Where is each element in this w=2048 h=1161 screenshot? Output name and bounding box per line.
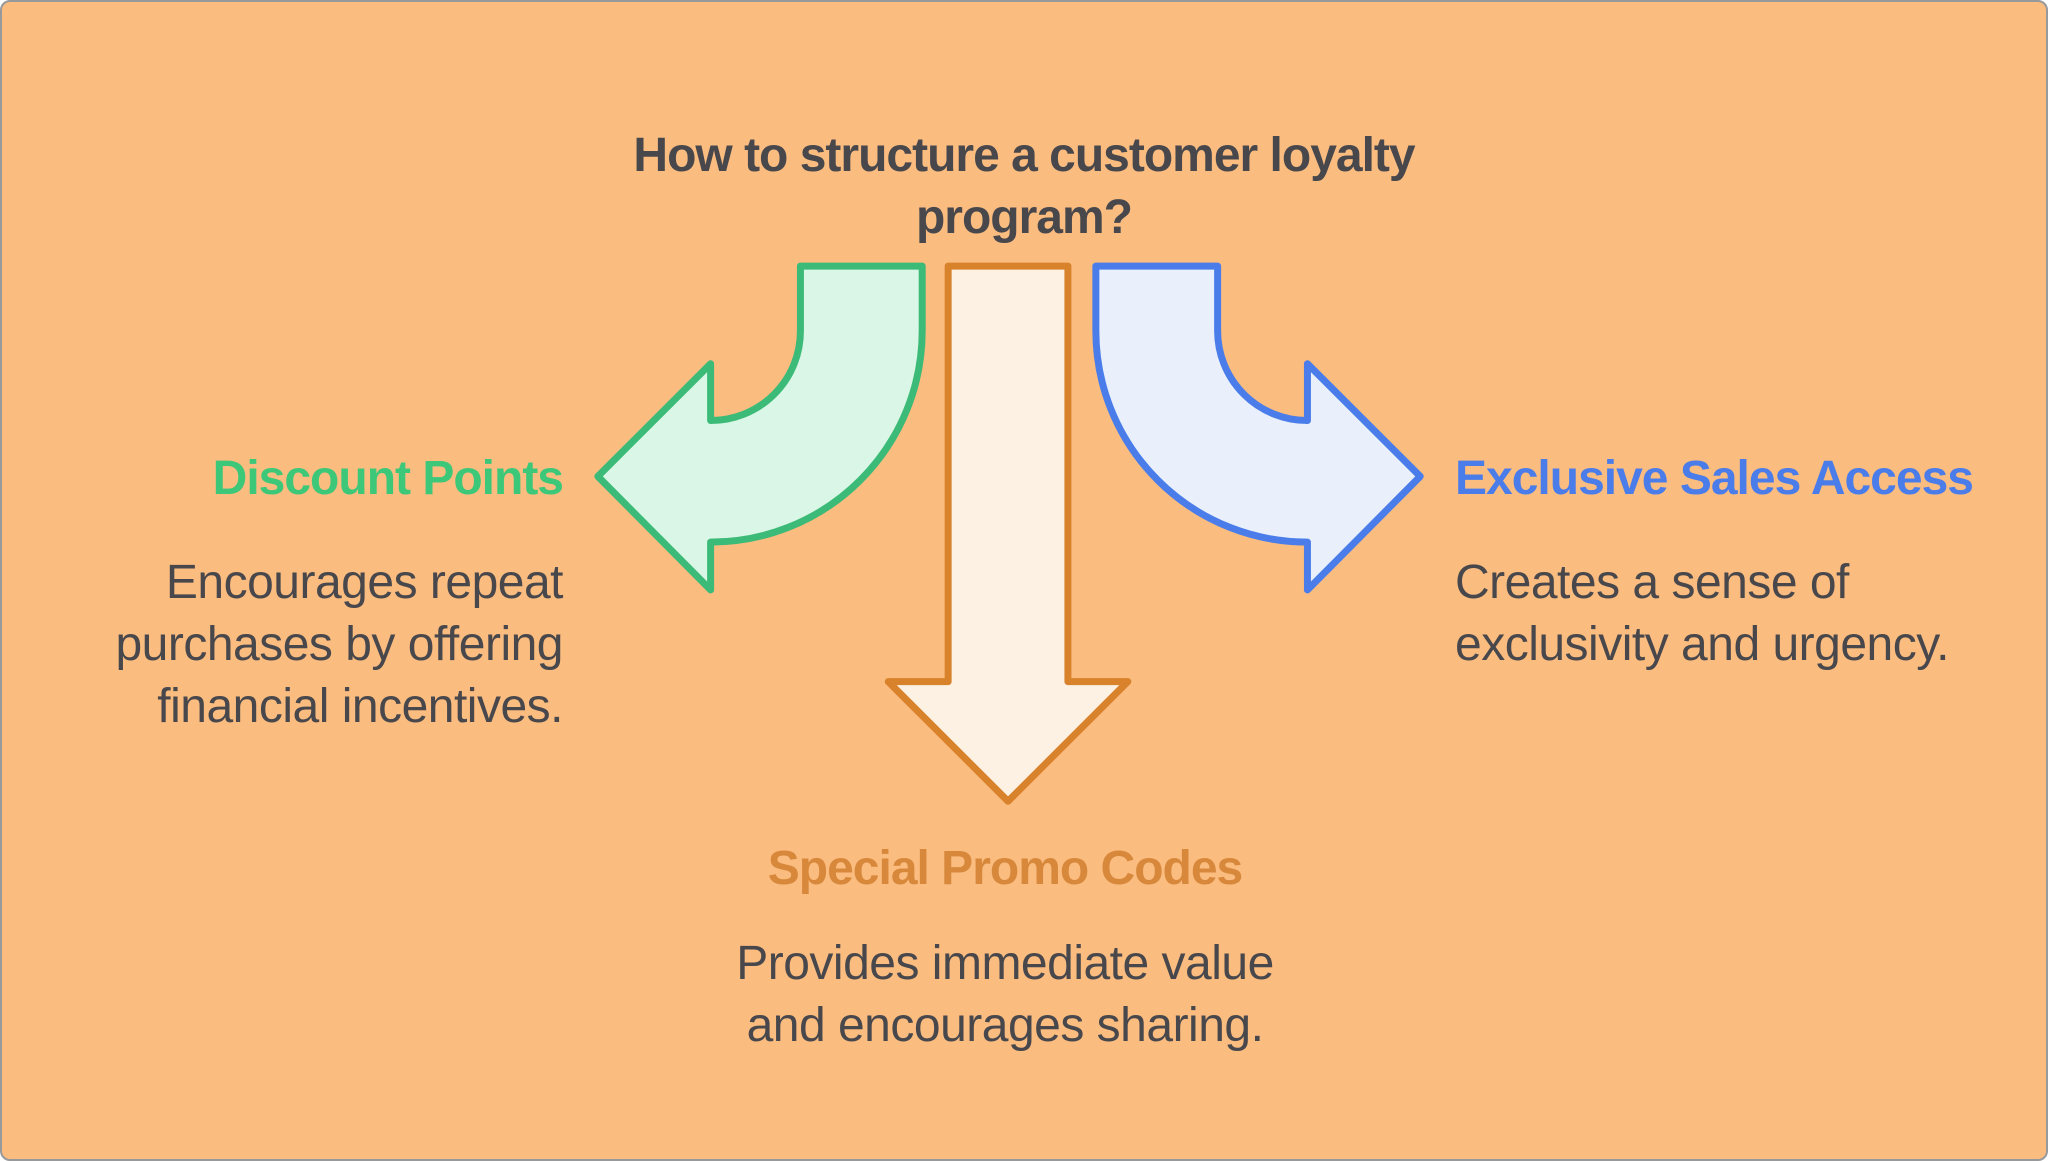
special-promo-codes-heading: Special Promo Codes <box>767 842 1243 895</box>
discount-points-heading: Discount Points <box>212 452 564 505</box>
exclusive-sales-access-description: Creates a sense of exclusivity and urgen… <box>1455 556 1950 671</box>
discount-points-curved-left-arrow-icon <box>594 262 926 594</box>
special-promo-codes-description: Provides immediate value and encourages … <box>736 937 1274 1052</box>
exclusive-sales-access-block: Exclusive Sales Access Creates a sense o… <box>1455 450 2046 676</box>
special-promo-codes-block: Special Promo Codes Provides immediate v… <box>405 840 1605 1057</box>
diagram-title: How to structure a customer loyalty prog… <box>633 129 1415 244</box>
exclusive-sales-access-heading: Exclusive Sales Access <box>1455 452 1974 505</box>
discount-points-description: Encourages repeat purchases by offering … <box>115 556 563 733</box>
special-promo-codes-down-arrow-icon <box>884 262 1132 805</box>
exclusive-sales-access-curved-right-arrow-icon <box>1092 262 1424 594</box>
discount-points-block: Discount Points Encourages repeat purcha… <box>3 450 564 738</box>
